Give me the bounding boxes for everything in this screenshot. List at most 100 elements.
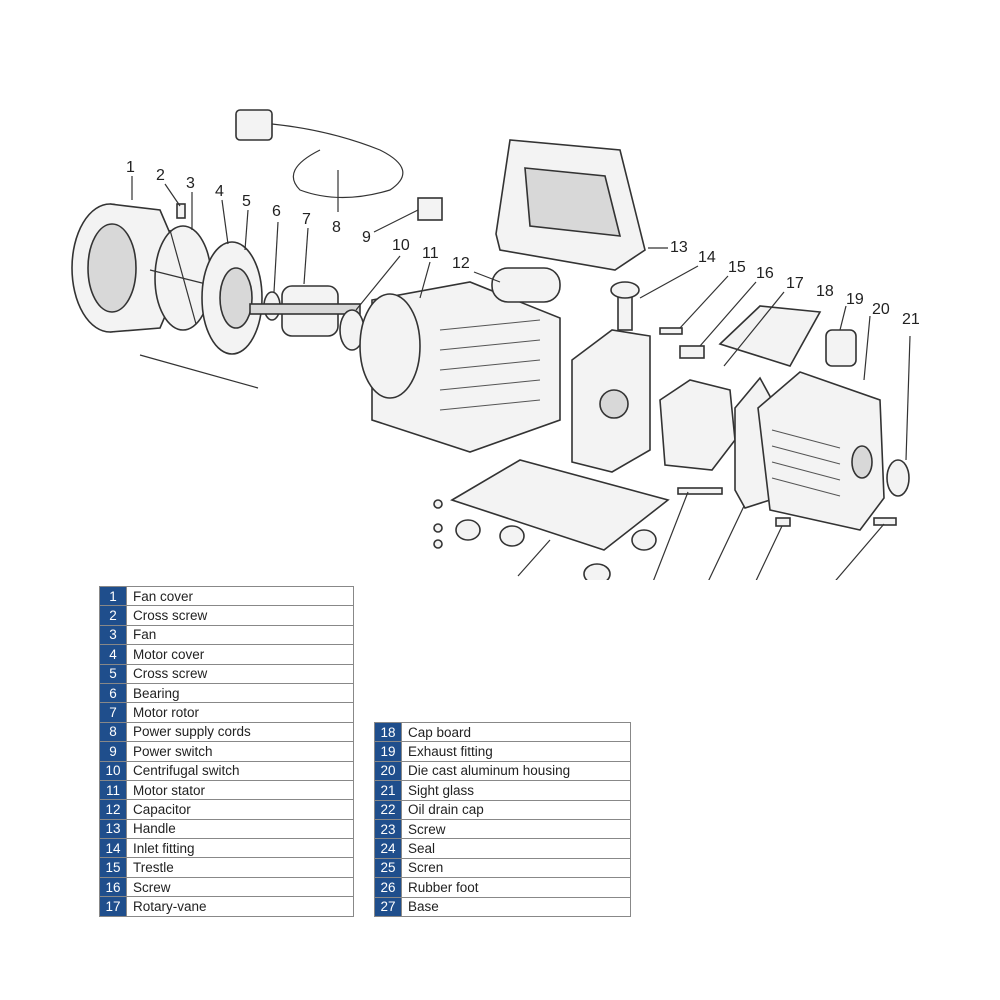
housing-part [757,371,885,531]
part-number: 23 [374,818,402,840]
oil-drain-cap-part [873,517,897,526]
motor-cover-part [201,241,263,355]
part-number: 21 [374,780,402,801]
motor-rotor-part [249,285,361,337]
part-name: Power supply cords [126,721,354,743]
part-number: 6 [99,682,127,704]
callout-5: 5 [242,193,251,210]
part-name: Cap board [401,721,631,743]
callout-2: 2 [156,167,165,184]
part-number: 20 [374,760,402,782]
part-name: Cross screw [126,605,354,626]
part-number: 8 [99,721,127,743]
part-name: Fan [126,624,354,646]
leader-lines [131,170,911,580]
part-name: Fan cover [126,585,354,607]
part-name: Bearing [126,682,354,704]
part-number: 11 [99,779,127,801]
callout-3: 3 [186,175,195,192]
callout-19: 19 [846,291,864,308]
long-bolt [139,354,259,389]
part-name: Base [401,896,631,917]
rubber-foot-part [499,525,525,547]
exploded-pump-diagram: 1 2 3 4 5 6 7 8 9 10 11 12 13 14 15 16 1… [71,109,920,580]
washer-part [433,499,443,509]
callout-10: 10 [392,237,410,254]
callout-6: 6 [272,203,281,220]
part-name: Rotary-vane [126,896,354,917]
power-cord-part [235,109,404,199]
part-name: Rubber foot [401,877,631,898]
exhaust-fitting-part [825,329,857,367]
part-number: 3 [99,624,127,646]
part-number: 17 [99,896,127,917]
trestle-part [571,329,651,473]
part-number: 5 [99,663,127,684]
rubber-foot-part [583,563,611,580]
scren-25-part [677,487,723,495]
cap-board-part [718,305,822,367]
base-part [450,459,670,551]
part-name: Scren [401,857,631,879]
cross-screw-part [176,203,186,219]
part-name: Die cast aluminum housing [401,760,631,782]
part-name: Trestle [126,857,354,878]
part-name: Sight glass [401,780,631,801]
rotary-vane-part [679,345,705,359]
part-number: 14 [99,838,127,859]
power-switch-part [417,197,443,221]
callout-16: 16 [756,265,774,282]
inlet-fitting-part [610,281,640,331]
rubber-foot-part [631,529,657,551]
part-number: 9 [99,741,127,762]
part-number: 27 [374,896,402,917]
part-name: Power switch [126,741,354,762]
screw-16-part [659,327,683,335]
part-name: Oil drain cap [401,799,631,820]
callout-21: 21 [902,311,920,328]
part-number: 1 [99,585,127,607]
part-number: 24 [374,838,402,859]
part-name: Handle [126,818,354,840]
part-number: 18 [374,721,402,743]
part-number: 4 [99,644,127,665]
motor-stator-part [359,281,561,453]
callout-9: 9 [362,229,371,246]
part-number: 19 [374,741,402,762]
callout-14: 14 [698,249,716,266]
part-number: 7 [99,702,127,723]
part-number: 12 [99,799,127,820]
part-number: 22 [374,799,402,820]
handle-part [495,139,646,271]
part-number: 26 [374,877,402,898]
rubber-foot-part [455,519,481,541]
callout-20: 20 [872,301,890,318]
part-number: 16 [99,876,127,898]
part-name: Inlet fitting [126,838,354,859]
washer-part [433,539,443,549]
